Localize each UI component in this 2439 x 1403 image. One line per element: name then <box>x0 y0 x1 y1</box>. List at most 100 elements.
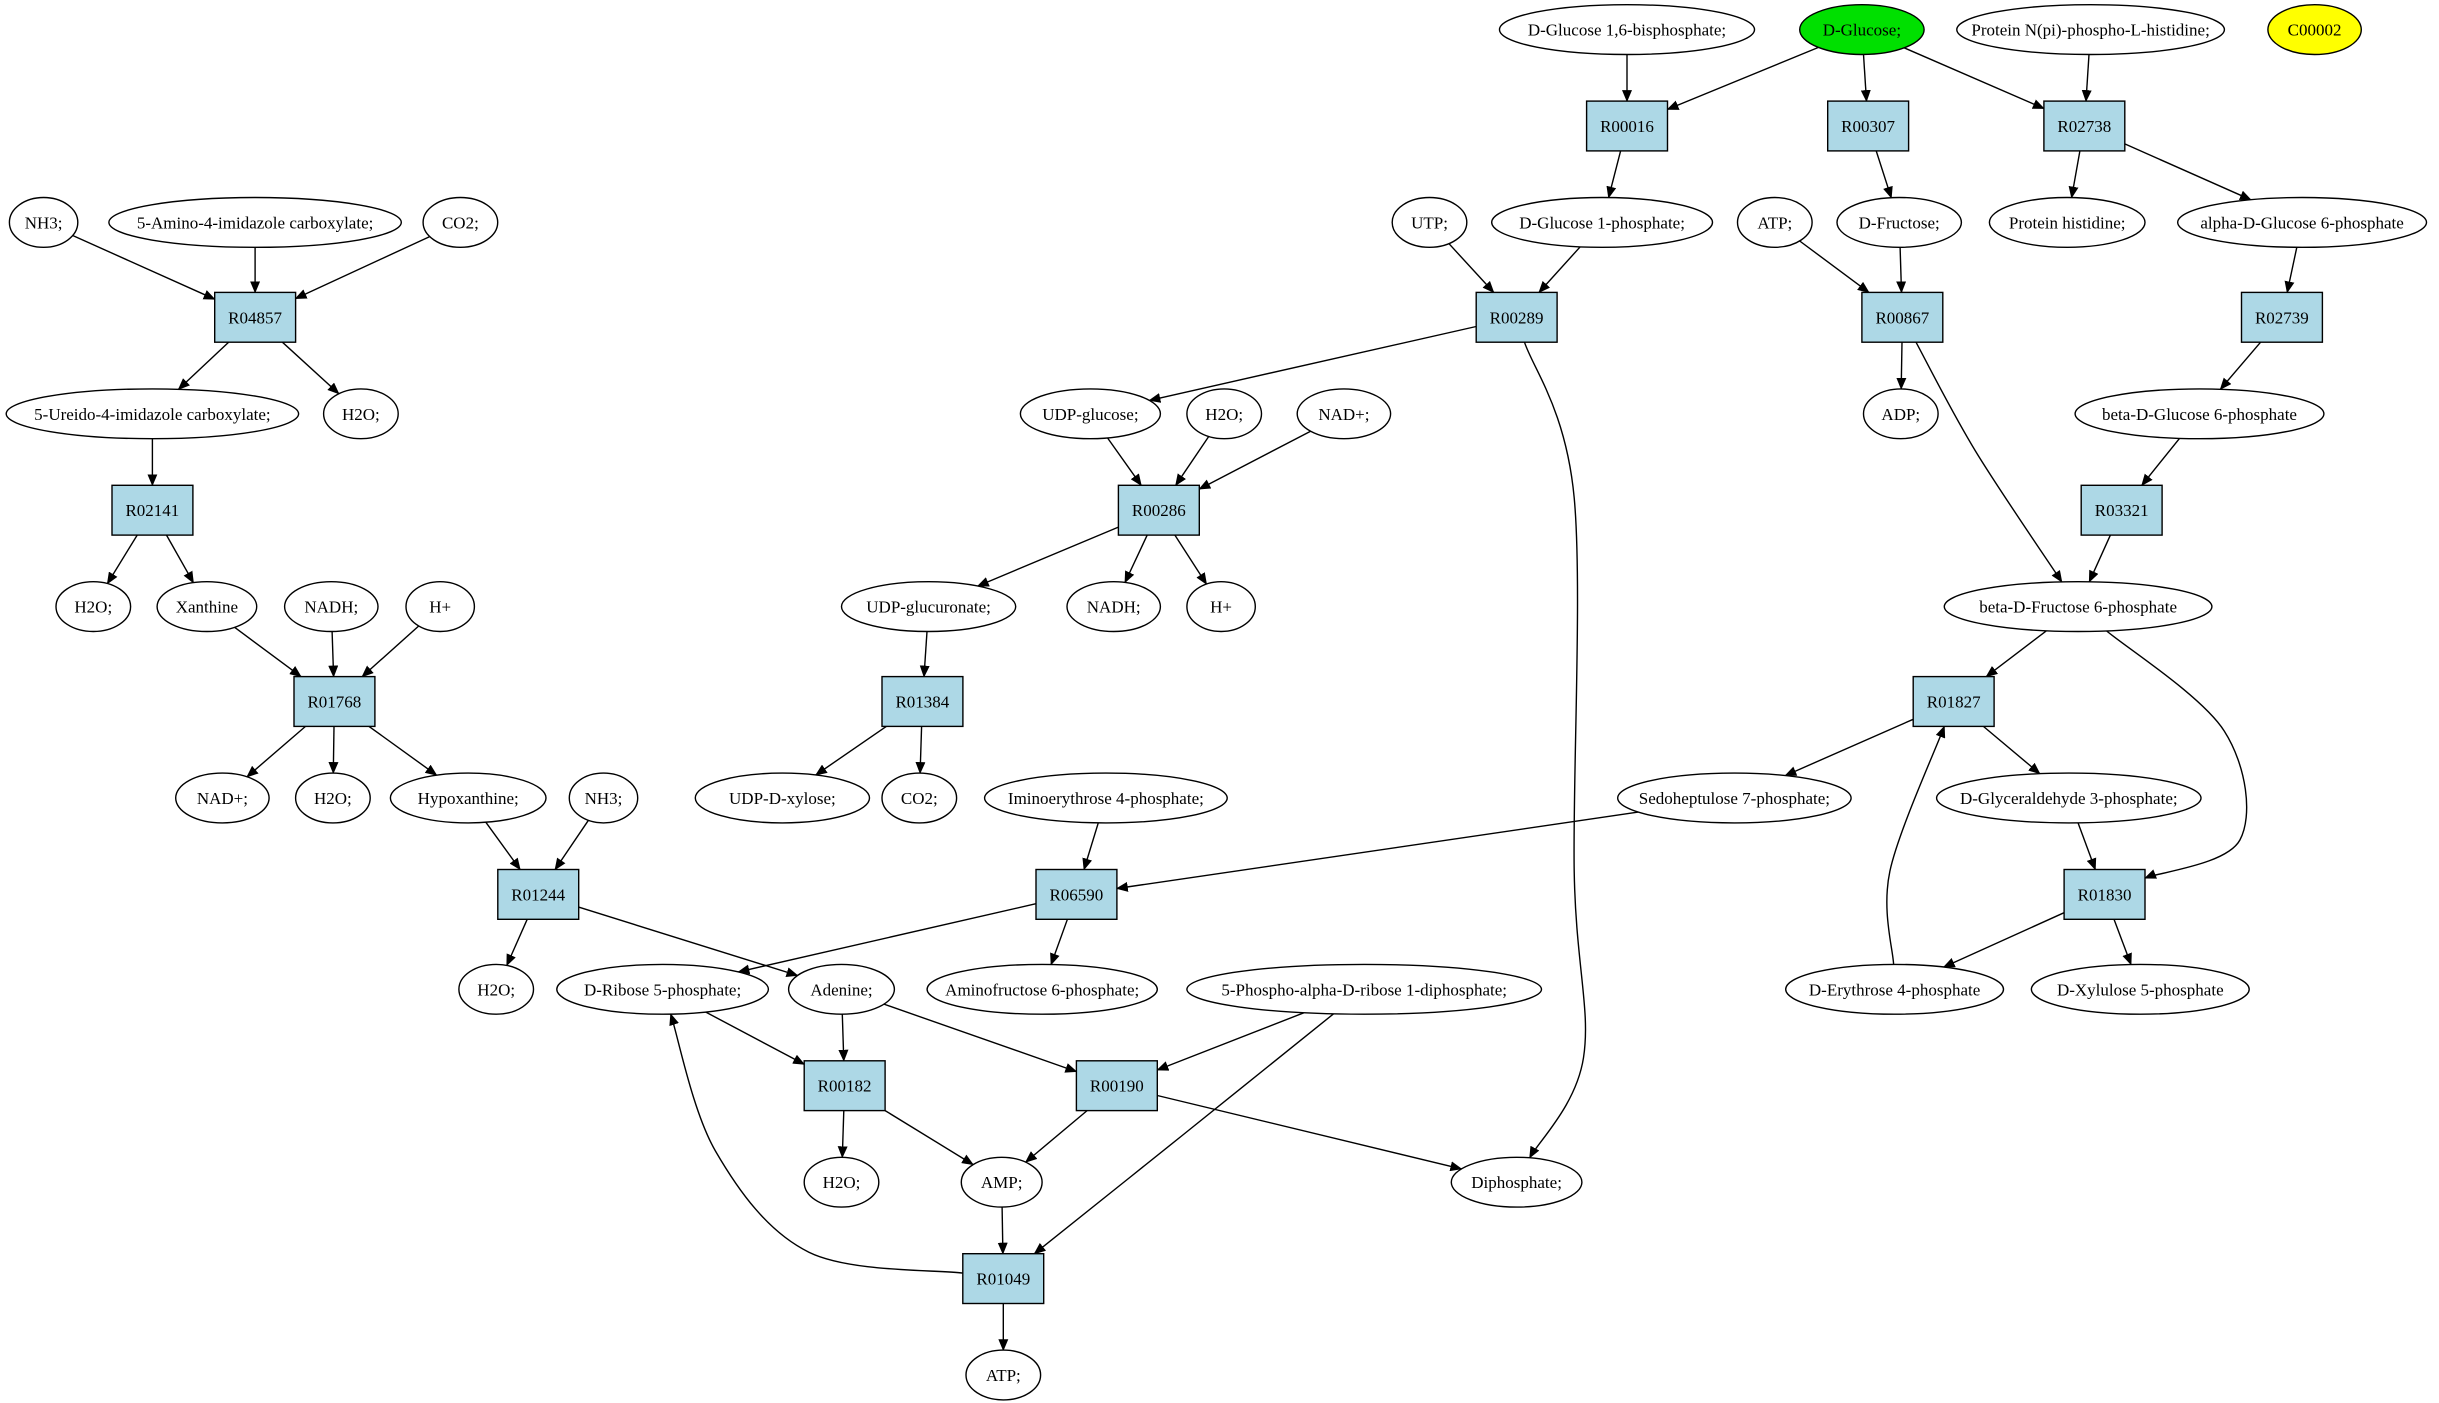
reaction-node-R01768[interactable]: R01768 <box>293 675 376 728</box>
compound-node-udpglc[interactable]: UDP-glucose; <box>1019 388 1162 440</box>
compound-ellipse <box>1799 4 1925 56</box>
reaction-node-R03321[interactable]: R03321 <box>2080 484 2163 536</box>
compound-node-g1p[interactable]: D-Glucose 1-phosphate; <box>1490 196 1714 248</box>
compound-node-aminof6p[interactable]: Aminofructose 6-phosphate; <box>926 963 1158 1015</box>
reaction-node-R01049[interactable]: R01049 <box>962 1252 1045 1305</box>
nodes-layer: D-Glucose 1,6-bisphosphate; D-Glucose; Pro… <box>5 4 2428 1401</box>
compound-node-h2o3[interactable]: H2O; <box>55 580 132 633</box>
compound-label: UDP-D-xylose; <box>729 789 836 808</box>
reaction-node-R04857[interactable]: R04857 <box>213 291 297 343</box>
compound-node-adp[interactable]: ADP; <box>1862 388 1939 440</box>
compound-node-ppi[interactable]: Diphosphate; <box>1450 1156 1583 1208</box>
edge-R04857-to-uic <box>177 341 230 390</box>
reaction-node-R00307[interactable]: R00307 <box>1826 100 1910 152</box>
compound-ellipse <box>1784 963 2005 1015</box>
reaction-box <box>2043 100 2126 152</box>
compound-label: H+ <box>429 598 451 617</box>
compound-node-atp1[interactable]: ATP; <box>1736 196 1813 248</box>
compound-ellipse <box>55 580 132 633</box>
reaction-node-R00182[interactable]: R00182 <box>803 1060 886 1112</box>
compound-node-hyp[interactable]: Hypoxanthine; <box>389 772 547 824</box>
edge-R00182-to-h2o6 <box>837 1110 848 1159</box>
reaction-box <box>962 1252 1045 1305</box>
compound-node-h2o2[interactable]: H2O; <box>1186 388 1263 440</box>
compound-label: beta-D-Glucose 6-phosphate <box>2102 405 2297 424</box>
compound-node-ade[interactable]: Adenine; <box>787 963 896 1015</box>
compound-ellipse <box>1836 196 1963 248</box>
compound-node-atp2[interactable]: ATP; <box>965 1349 1042 1401</box>
compound-ellipse <box>803 1156 880 1208</box>
compound-ellipse <box>322 388 399 440</box>
compound-ellipse <box>1186 580 1257 633</box>
compound-node-fru[interactable]: D-Fructose; <box>1836 196 1963 248</box>
compound-node-bf6p[interactable]: beta-D-Fructose 6-phosphate <box>1943 580 2213 633</box>
compound-node-glc16bp[interactable]: D-Glucose 1,6-bisphosphate; <box>1498 4 1756 56</box>
reaction-node-R02739[interactable]: R02739 <box>2240 291 2324 343</box>
compound-node-nh3a[interactable]: NH3; <box>8 196 79 248</box>
compound-node-co2b[interactable]: CO2; <box>881 772 958 824</box>
reaction-node-R00016[interactable]: R00016 <box>1585 100 1669 152</box>
edge-R00182-to-amp <box>884 1110 974 1166</box>
reaction-node-R01830[interactable]: R01830 <box>2063 868 2146 920</box>
compound-node-xu5p[interactable]: D-Xylulose 5-phosphate <box>2030 963 2250 1015</box>
compound-node-utp[interactable]: UTP; <box>1391 196 1468 248</box>
compound-node-xan[interactable]: Xanthine <box>156 580 258 633</box>
compound-node-h2o1[interactable]: H2O; <box>322 388 399 440</box>
edge-hyp-to-R01244 <box>485 821 521 871</box>
compound-ellipse <box>2030 963 2250 1015</box>
reaction-node-R06590[interactable]: R06590 <box>1035 868 1118 920</box>
compound-node-uic[interactable]: 5-Ureido-4-imidazole carboxylate; <box>5 388 300 440</box>
edge-R01830-to-xu5p <box>2113 919 2132 966</box>
compound-ellipse <box>174 772 270 824</box>
reaction-node-R01244[interactable]: R01244 <box>497 868 580 920</box>
compound-node-h2o6[interactable]: H2O; <box>803 1156 880 1208</box>
reaction-node-R02141[interactable]: R02141 <box>111 484 194 536</box>
compound-node-e4p[interactable]: D-Erythrose 4-phosphate <box>1784 963 2005 1015</box>
reaction-label: R00190 <box>1090 1077 1144 1096</box>
compound-node-bg6p[interactable]: beta-D-Glucose 6-phosphate <box>2074 388 2325 440</box>
compound-node-c00002[interactable]: C00002 <box>2267 4 2363 56</box>
compound-node-co2a[interactable]: CO2; <box>422 196 499 248</box>
reaction-node-R01827[interactable]: R01827 <box>1912 675 1995 728</box>
edge-R00190-to-ppi <box>1157 1094 1463 1172</box>
compound-node-amp[interactable]: AMP; <box>960 1156 1043 1208</box>
edge-R00190-to-amp <box>1024 1110 1088 1163</box>
reaction-box <box>1585 100 1669 152</box>
compound-node-hplus1[interactable]: H+ <box>405 580 476 633</box>
compound-label: Aminofructose 6-phosphate; <box>945 980 1139 999</box>
compound-node-aic[interactable]: 5-Amino-4-imidazole carboxylate; <box>108 196 403 248</box>
compound-node-gap[interactable]: D-Glyceraldehyde 3-phosphate; <box>1935 772 2202 824</box>
compound-node-nadp[interactable]: NAD+; <box>1296 388 1392 440</box>
compound-node-nh3b[interactable]: NH3; <box>568 772 639 824</box>
compound-node-h2o5[interactable]: H2O; <box>458 963 535 1015</box>
compound-node-hplus2[interactable]: H+ <box>1186 580 1257 633</box>
compound-ellipse <box>405 580 476 633</box>
compound-node-nadh1[interactable]: NADH; <box>283 580 379 633</box>
compound-node-glc[interactable]: D-Glucose; <box>1799 4 1925 56</box>
compound-node-iminoe4p[interactable]: Iminoerythrose 4-phosphate; <box>983 772 1228 824</box>
reaction-node-R02738[interactable]: R02738 <box>2043 100 2126 152</box>
compound-node-udpglcua[interactable]: UDP-glucuronate; <box>840 580 1017 633</box>
reaction-node-R00190[interactable]: R00190 <box>1075 1060 1159 1112</box>
compound-node-nadp2[interactable]: NAD+; <box>174 772 270 824</box>
reaction-node-R01384[interactable]: R01384 <box>881 675 964 728</box>
compound-node-udpxyl[interactable]: UDP-D-xylose; <box>694 772 871 824</box>
compound-ellipse <box>1296 388 1392 440</box>
reaction-node-R00289[interactable]: R00289 <box>1475 291 1558 343</box>
reaction-node-R00867[interactable]: R00867 <box>1861 291 1944 343</box>
compound-node-h2o4[interactable]: H2O; <box>294 772 371 824</box>
compound-ellipse <box>787 963 896 1015</box>
reaction-label: R02738 <box>2057 117 2111 136</box>
compound-node-prothis[interactable]: Protein histidine; <box>1988 196 2146 248</box>
reaction-node-R00286[interactable]: R00286 <box>1117 484 1201 536</box>
compound-node-ag6p[interactable]: alpha-D-Glucose 6-phosphate <box>2177 196 2428 248</box>
edges-layer <box>72 46 2298 1352</box>
compound-node-r5p[interactable]: D-Ribose 5-phosphate; <box>556 963 770 1015</box>
compound-node-nadh2[interactable]: NADH; <box>1066 580 1162 633</box>
compound-node-s7p[interactable]: Sedoheptulose 7-phosphate; <box>1617 772 1852 824</box>
compound-label: D-Fructose; <box>1859 213 1940 232</box>
compound-node-prpp[interactable]: 5-Phospho-alpha-D-ribose 1-diphosphate; <box>1186 963 1543 1015</box>
compound-ellipse <box>5 388 300 440</box>
compound-node-protnpi[interactable]: Protein N(pi)-phospho-L-histidine; <box>1956 4 2226 56</box>
